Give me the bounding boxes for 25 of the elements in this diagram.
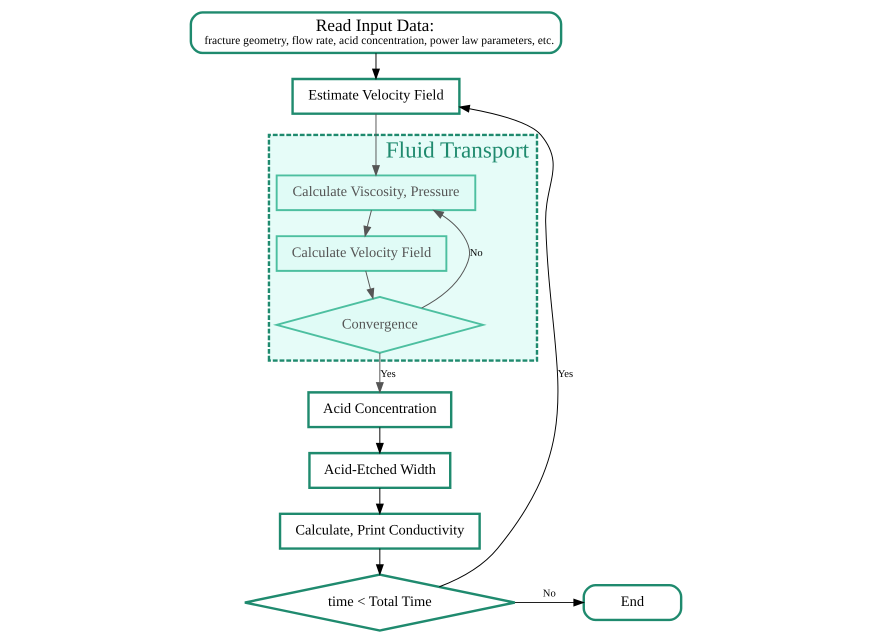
node-box: Read Input Data: fracture geometry, flow rate, acid concentration, power law parameters, etc.	[189, 11, 562, 54]
arrow	[364, 270, 374, 300]
node-box: Calculate Viscosity, Pressure	[275, 174, 476, 212]
arrow	[375, 352, 384, 394]
arrow	[514, 598, 584, 607]
arrow	[371, 113, 380, 177]
node-box: Calculate, Print Conductivity	[278, 512, 480, 550]
arrow	[375, 488, 384, 516]
node-box: Acid-Etched Width	[308, 452, 451, 490]
arrow	[420, 210, 470, 309]
edge-label: No	[542, 588, 556, 600]
arrow	[375, 548, 384, 576]
edge-label: Yes	[380, 368, 396, 380]
node-diamond: Convergence	[272, 296, 486, 354]
node-box: End	[582, 584, 682, 622]
node-box: Calculate Velocity Field	[275, 235, 447, 272]
edge-label: No	[469, 248, 482, 260]
node-box: Acid Concentration	[306, 391, 452, 428]
arrow	[375, 426, 384, 454]
arrow	[371, 52, 380, 80]
node-box: Estimate Velocity Field	[290, 78, 460, 115]
arrow	[362, 210, 372, 238]
node-diamond: time < Total Time	[243, 573, 516, 632]
arrow	[438, 104, 558, 588]
edge-label: Yes	[557, 368, 573, 380]
